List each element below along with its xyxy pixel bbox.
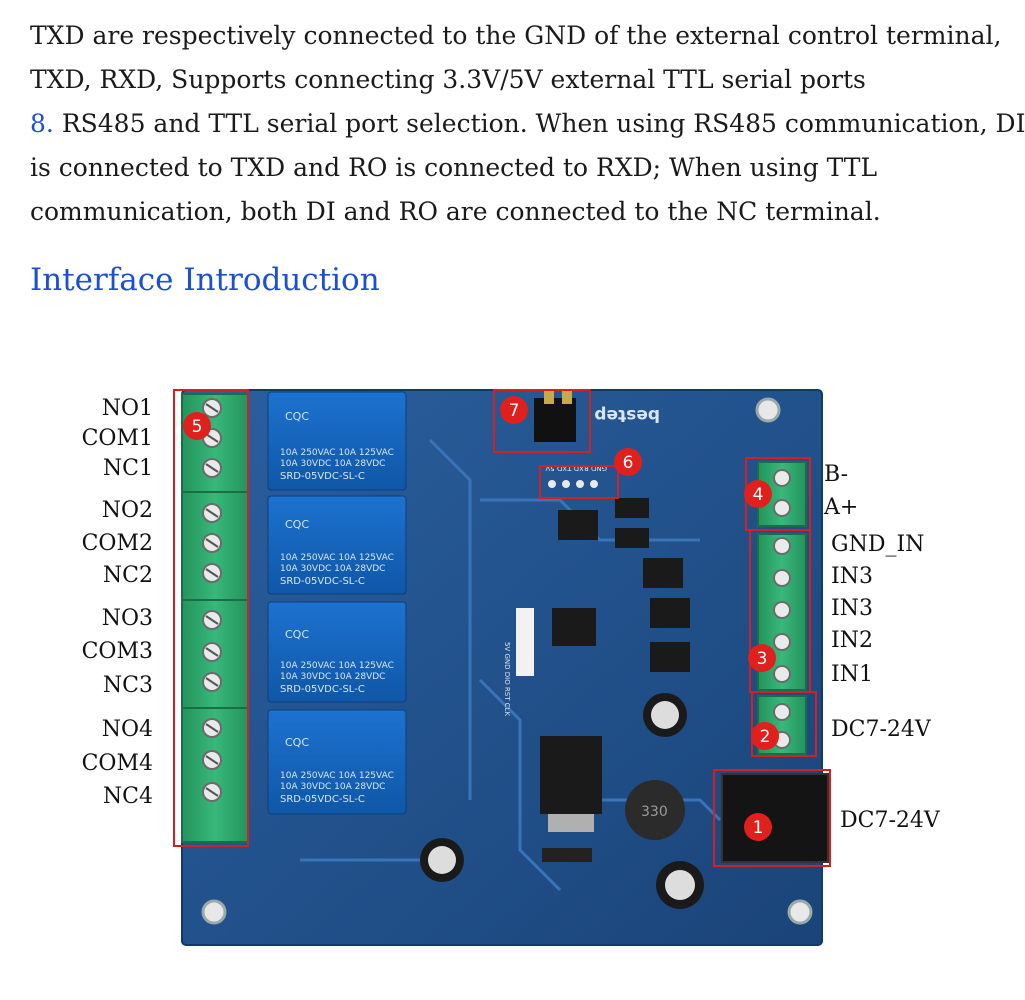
label-dc-jack: DC7-24V [840, 808, 940, 833]
relay-model-2: SRD-05VDC-SL-C [280, 576, 365, 587]
label-in2: IN2 [831, 628, 873, 653]
callout-marker-5 [183, 412, 211, 440]
brand-logo: bestep [594, 405, 660, 425]
board-figure: NO1 COM1 NC1 NO2 COM2 NC2 NO3 COM3 NC3 N… [0, 380, 1000, 980]
label-com3: COM3 [81, 639, 153, 664]
relay-model-3: SRD-05VDC-SL-C [280, 684, 365, 695]
callout-number-3: 3 [757, 649, 768, 669]
label-com1: COM1 [81, 426, 153, 451]
label-nc3: NC3 [102, 673, 153, 698]
relay-cert-1: CQC [285, 410, 309, 423]
document-text: TXD are respectively connected to the GN… [30, 14, 1025, 234]
text-line: TXD, RXD, Supports connecting 3.3V/5V ex… [30, 65, 866, 94]
relay-model-4: SRD-05VDC-SL-C [280, 794, 365, 805]
relay-output-terminals [181, 393, 249, 843]
relay-cert-2: CQC [285, 518, 309, 531]
label-in3-b: IN3 [831, 596, 873, 621]
callout-marker-7 [500, 396, 528, 424]
label-nc2: NC2 [102, 563, 153, 588]
label-com4: COM4 [81, 751, 153, 776]
callout-number-6: 6 [623, 453, 634, 473]
relay-rating-3a: 10A 250VAC 10A 125VAC [280, 661, 394, 671]
relay-rating-3b: 10A 30VDC 10A 28VDC [280, 672, 385, 682]
callout-number-5: 5 [192, 417, 203, 437]
relay-rating-1b: 10A 30VDC 10A 28VDC [280, 459, 385, 469]
inductor-marking: 330 [641, 804, 668, 820]
capacitors [420, 693, 704, 909]
label-dc-terminal: DC7-24V [831, 717, 931, 742]
callout-marker-6 [614, 448, 642, 476]
label-b-minus: B- [824, 462, 849, 487]
relay-markings: CQC 10A 250VAC 10A 125VAC 10A 30VDC 10A … [280, 410, 394, 805]
label-nc1: NC1 [102, 456, 153, 481]
mounting-holes [201, 397, 813, 925]
section-heading: Interface Introduction [30, 262, 380, 298]
dc-jack [721, 773, 829, 863]
input-terminal [757, 533, 807, 691]
callout-number-7: 7 [509, 401, 520, 421]
callout-markers: 1 2 3 4 5 6 7 [183, 396, 779, 841]
label-no1: NO1 [101, 396, 153, 421]
callout-marker-4 [744, 480, 772, 508]
text-line: TXD are respectively connected to the GN… [30, 21, 1002, 50]
inductor: 330 [625, 780, 685, 840]
relay-cert-3: CQC [285, 628, 309, 641]
relay-cert-4: CQC [285, 736, 309, 749]
text-line: RS485 and TTL serial port selection. Whe… [61, 109, 1025, 138]
ic-chips [540, 498, 690, 862]
program-header: 5V GND DIO RST CLK [503, 608, 534, 717]
relay-rating-2b: 10A 30VDC 10A 28VDC [280, 564, 385, 574]
relay-rating-2a: 10A 250VAC 10A 125VAC [280, 553, 394, 563]
callout-number-4: 4 [753, 485, 764, 505]
board-illustration: CQC 10A 250VAC 10A 125VAC 10A 30VDC 10A … [173, 389, 831, 946]
relay-rating-4b: 10A 30VDC 10A 28VDC [280, 782, 385, 792]
relay-rating-1a: 10A 250VAC 10A 125VAC [280, 448, 394, 458]
list-number: 8. [30, 109, 54, 138]
label-in1: IN1 [831, 662, 873, 687]
list-item-8: 8. RS485 and TTL serial port selection. … [30, 102, 1025, 146]
serial-header: GND RXD TXD 5V [545, 464, 607, 488]
text-line: is connected to TXD and RO is connected … [30, 153, 878, 182]
callout-marker-2 [751, 722, 779, 750]
label-gnd-in: GND_IN [831, 532, 925, 557]
label-no2: NO2 [101, 498, 153, 523]
serial-pin-labels: GND RXD TXD 5V [545, 464, 607, 472]
callout-marker-3 [748, 644, 776, 672]
label-nc4: NC4 [102, 784, 153, 809]
text-line: communication, both DI and RO are connec… [30, 197, 881, 226]
label-no4: NO4 [101, 717, 153, 742]
relay-rating-4a: 10A 250VAC 10A 125VAC [280, 771, 394, 781]
relays [267, 391, 407, 815]
relay-model-1: SRD-05VDC-SL-C [280, 471, 365, 482]
jumper-header [534, 390, 576, 442]
callout-marker-1 [744, 813, 772, 841]
label-a-plus: A+ [824, 495, 859, 520]
callout-number-2: 2 [760, 727, 771, 747]
callout-number-1: 1 [753, 818, 764, 838]
header-pin-labels: 5V GND DIO RST CLK [503, 642, 511, 717]
label-no3: NO3 [101, 606, 153, 631]
label-in3: IN3 [831, 564, 873, 589]
callout-boxes [173, 389, 831, 867]
label-com2: COM2 [81, 531, 153, 556]
